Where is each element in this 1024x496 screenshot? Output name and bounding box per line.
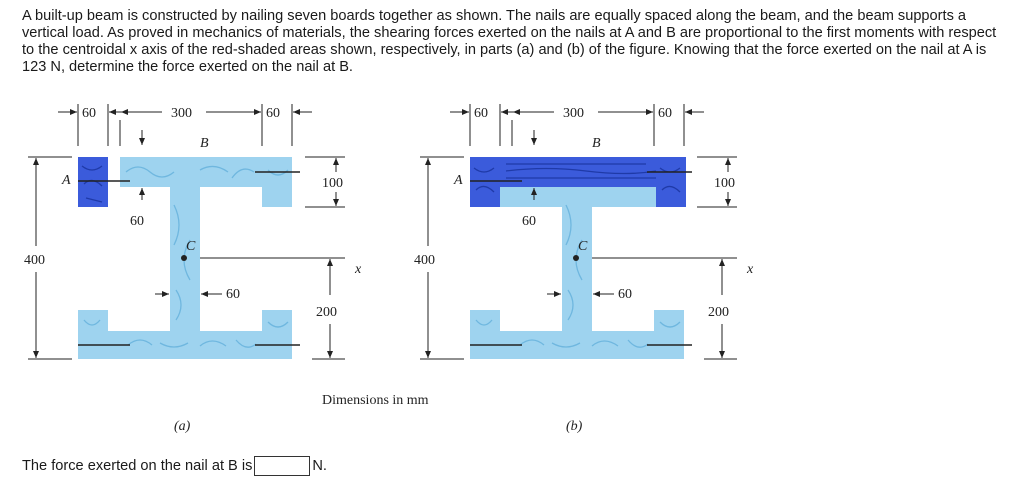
part-a-label: (a) (174, 419, 191, 434)
svg-text:100: 100 (322, 176, 343, 191)
shaded-area-b-center (500, 157, 656, 187)
svg-text:60: 60 (266, 106, 280, 121)
svg-text:60: 60 (658, 106, 672, 121)
answer-row: The force exerted on the nail at B is N. (22, 456, 327, 476)
section-b: C A B 60 300 60 (414, 104, 754, 434)
label-B: B (200, 136, 209, 151)
shaded-area-b-left (470, 157, 500, 207)
svg-text:60: 60 (226, 287, 240, 302)
problem-statement: A built-up beam is constructed by nailin… (22, 8, 997, 75)
svg-text:300: 300 (171, 106, 192, 121)
svg-text:x: x (746, 262, 754, 277)
svg-text:x: x (354, 262, 362, 277)
board-flange-top-center (120, 157, 270, 187)
svg-text:300: 300 (563, 106, 584, 121)
svg-text:B: B (592, 136, 601, 151)
svg-text:200: 200 (316, 305, 337, 320)
svg-text:400: 400 (24, 253, 45, 268)
label-A: A (61, 173, 71, 188)
svg-text:100: 100 (714, 176, 735, 191)
svg-text:60: 60 (82, 106, 96, 121)
svg-text:C: C (578, 239, 588, 254)
board-flange-top-right (262, 157, 292, 207)
section-a: C A B (24, 104, 362, 434)
answer-input[interactable] (254, 456, 311, 476)
board-flange-bottom-left (78, 310, 108, 359)
answer-prompt: The force exerted on the nail at B is (22, 458, 253, 474)
answer-unit: N. (312, 458, 327, 474)
dimensions-caption: Dimensions in mm (322, 393, 429, 408)
board-flange-bottom-right (262, 310, 292, 359)
svg-text:A: A (453, 173, 463, 188)
svg-text:60: 60 (130, 214, 144, 229)
svg-text:400: 400 (414, 253, 435, 268)
board-flange-bottom-center (120, 331, 270, 359)
svg-text:60: 60 (522, 214, 536, 229)
svg-text:200: 200 (708, 305, 729, 320)
label-C: C (186, 239, 196, 254)
part-b-label: (b) (566, 419, 583, 434)
centroid-dot (181, 255, 187, 261)
shaded-area-b-right (656, 157, 686, 207)
svg-text:60: 60 (474, 106, 488, 121)
shaded-area-a (78, 157, 108, 207)
svg-text:60: 60 (618, 287, 632, 302)
